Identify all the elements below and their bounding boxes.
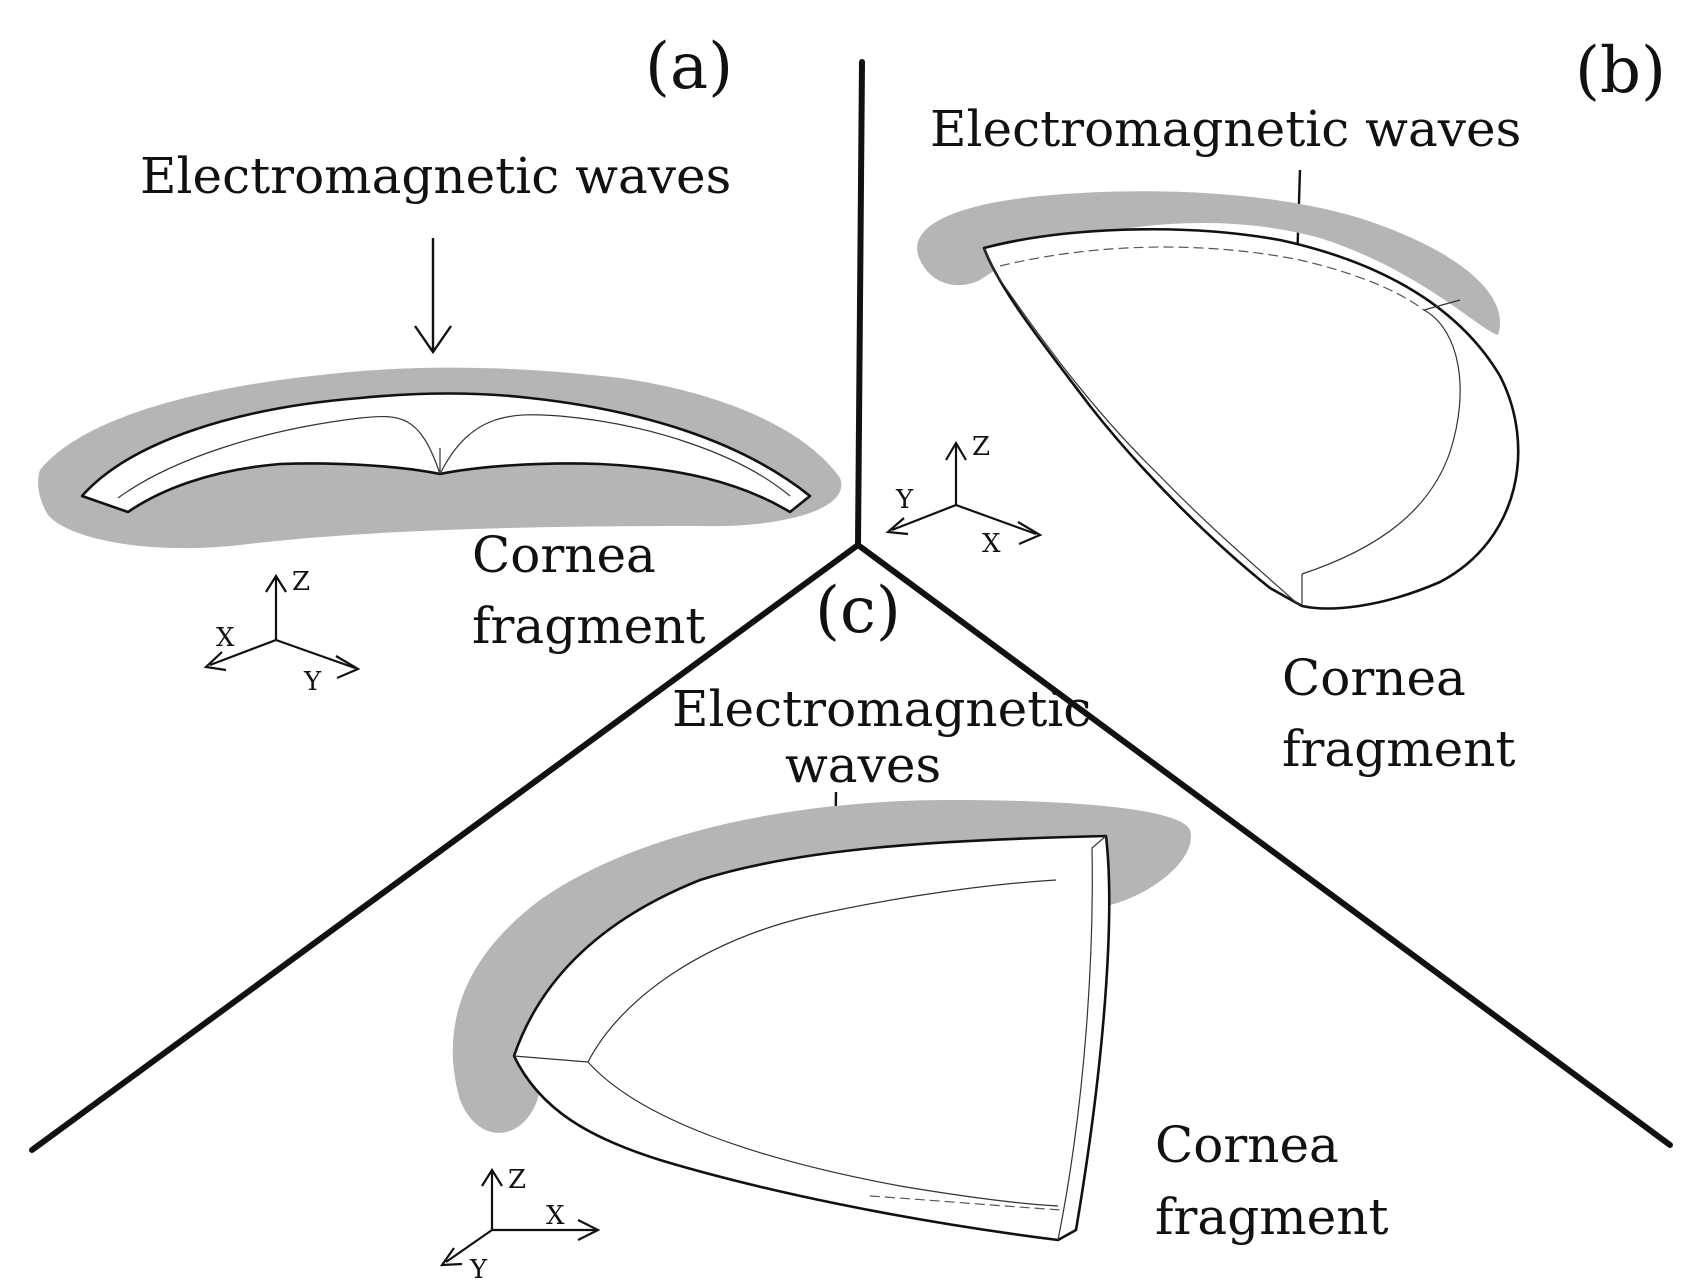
panel-a-axis-x: X xyxy=(216,623,235,653)
panel-dividers xyxy=(29,59,1673,1153)
panel-a-waves-label: Electromagnetic waves xyxy=(140,147,731,205)
panel-a-axis-y: Y xyxy=(303,667,322,697)
panel-b-fragment-line-2: fragment xyxy=(1282,720,1516,778)
panel-a-outer-shell xyxy=(80,392,812,514)
divider-vertical xyxy=(855,59,865,548)
panel-a-axis-z: Z xyxy=(292,567,310,597)
divider-left xyxy=(29,542,861,1153)
panel-b: (b) Electromagnetic waves Cornea fragmen… xyxy=(885,34,1666,778)
panel-b-outer-shell xyxy=(982,228,1520,610)
panel-b-shadow xyxy=(917,191,1501,335)
panel-c-waves-line-2: waves xyxy=(785,736,941,794)
panel-c-cornea-fragment xyxy=(452,800,1191,1242)
panel-b-cornea-fragment xyxy=(917,191,1520,610)
panel-c-axis-triad: Z X Y xyxy=(439,1165,601,1282)
panel-a-axis-triad: Z X Y xyxy=(203,567,361,697)
panel-a-fragment-line-1: Cornea xyxy=(472,526,656,584)
panel-c-waves-line-1: Electromagnetic xyxy=(672,680,1091,738)
panel-b-axis-x: X xyxy=(982,529,1001,559)
panel-a-label: (a) xyxy=(645,30,733,104)
panel-b-waves-label: Electromagnetic waves xyxy=(930,100,1521,158)
panel-b-axis-y: Y xyxy=(895,485,914,515)
panel-a-fragment-line-2: fragment xyxy=(472,597,706,655)
panel-c-axis-x: X xyxy=(546,1201,565,1231)
panel-a-cornea-fragment xyxy=(38,367,842,549)
panel-a-wave-arrow xyxy=(414,238,452,355)
panel-c-label: (c) xyxy=(815,574,901,648)
panel-c-axis-z: Z xyxy=(508,1165,526,1195)
panel-c-fragment-line-1: Cornea xyxy=(1155,1116,1339,1174)
panel-b-fragment-line-1: Cornea xyxy=(1282,649,1466,707)
panel-c-axis-y: Y xyxy=(469,1255,488,1282)
panel-c-fragment-line-2: fragment xyxy=(1155,1188,1389,1246)
divider-right xyxy=(855,542,1673,1148)
panel-a: (a) Electromagnetic waves Cornea fragmen… xyxy=(38,30,842,697)
panel-c-outer-shell xyxy=(512,834,1111,1242)
panel-b-axis-triad: Z Y X xyxy=(885,432,1043,559)
panel-b-axis-z: Z xyxy=(972,432,990,462)
panel-b-label: (b) xyxy=(1575,34,1666,108)
panel-c: (c) Electromagnetic waves Cornea fragmen… xyxy=(439,574,1389,1282)
